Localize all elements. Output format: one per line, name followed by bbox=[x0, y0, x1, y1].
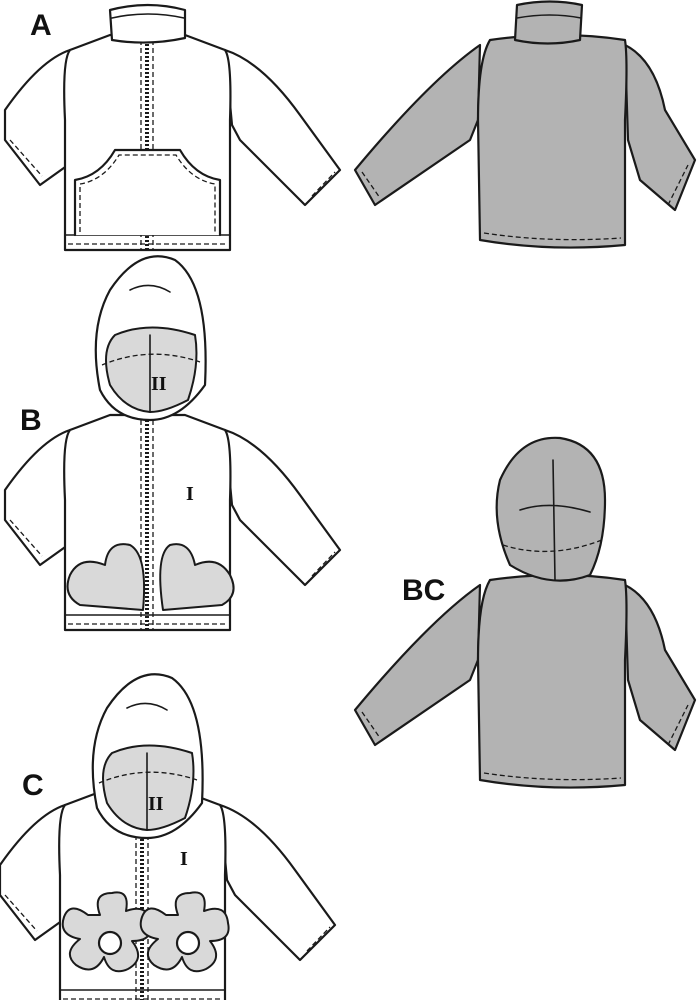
view-b-front: II I B bbox=[3, 255, 342, 632]
flower-pocket-left bbox=[61, 891, 152, 973]
stand-collar bbox=[108, 3, 187, 44]
view-c-front: II I C bbox=[0, 673, 337, 1000]
view-label-c: C bbox=[22, 769, 44, 802]
stand-collar-back bbox=[513, 0, 584, 45]
heart-pocket-left bbox=[66, 543, 146, 611]
piece-label-ii: II bbox=[151, 373, 167, 395]
piece-label-i: I bbox=[180, 848, 188, 870]
piece-label-ii: II bbox=[148, 793, 164, 815]
view-label-bc: BC bbox=[402, 574, 445, 607]
view-a-back bbox=[353, 0, 697, 249]
view-bc-back: BC bbox=[353, 436, 697, 789]
flower-pocket-right bbox=[139, 891, 230, 973]
view-label-a: A bbox=[30, 9, 52, 42]
kangaroo-pocket bbox=[73, 148, 222, 237]
view-a-front: A bbox=[3, 3, 342, 252]
piece-label-i: I bbox=[186, 483, 194, 505]
heart-pocket-right bbox=[159, 543, 235, 611]
view-label-b: B bbox=[20, 404, 42, 437]
